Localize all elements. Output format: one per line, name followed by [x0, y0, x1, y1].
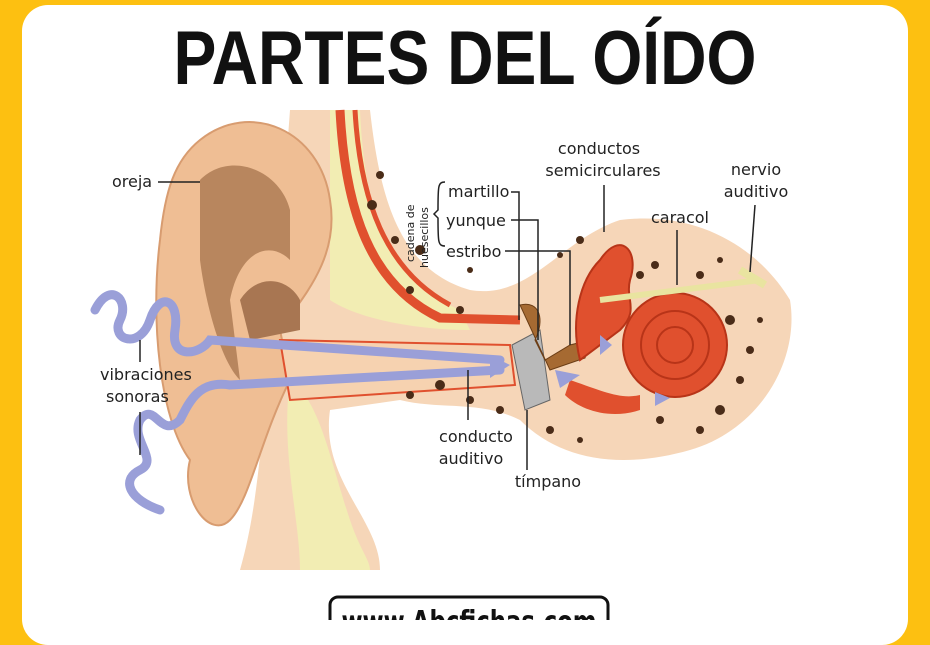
label-martillo: martillo: [448, 182, 509, 201]
label-caracol: caracol: [651, 208, 709, 227]
label-vibraciones-2: sonoras: [106, 387, 169, 406]
label-semicirculares-2: semicirculares: [545, 161, 660, 180]
label-nervio-2: auditivo: [724, 182, 789, 201]
ear-illustration: [90, 109, 792, 570]
label-conducto-2: auditivo: [439, 449, 504, 468]
label-vibraciones-1: vibraciones: [100, 365, 192, 384]
label-semicirculares-1: conductos: [558, 139, 640, 158]
labels: oreja vibraciones sonoras cadena de hues…: [100, 139, 788, 491]
website-url: www.Abcfichas.com: [342, 605, 597, 620]
label-conducto-1: conducto: [439, 427, 513, 446]
leader-lines: [139, 181, 756, 470]
label-estribo: estribo: [446, 242, 501, 261]
label-nervio-1: nervio: [731, 160, 781, 179]
label-oreja: oreja: [112, 172, 152, 191]
label-yunque: yunque: [446, 211, 506, 230]
label-timpano: tímpano: [515, 472, 581, 491]
label-cadena-1: cadena de: [404, 204, 417, 262]
page-title: PARTES DEL OÍDO: [174, 16, 757, 101]
ear-diagram: PARTES DEL OÍDO: [90, 16, 792, 620]
label-cadena-2: huesecillos: [418, 207, 431, 268]
website-badge: [328, 595, 610, 620]
